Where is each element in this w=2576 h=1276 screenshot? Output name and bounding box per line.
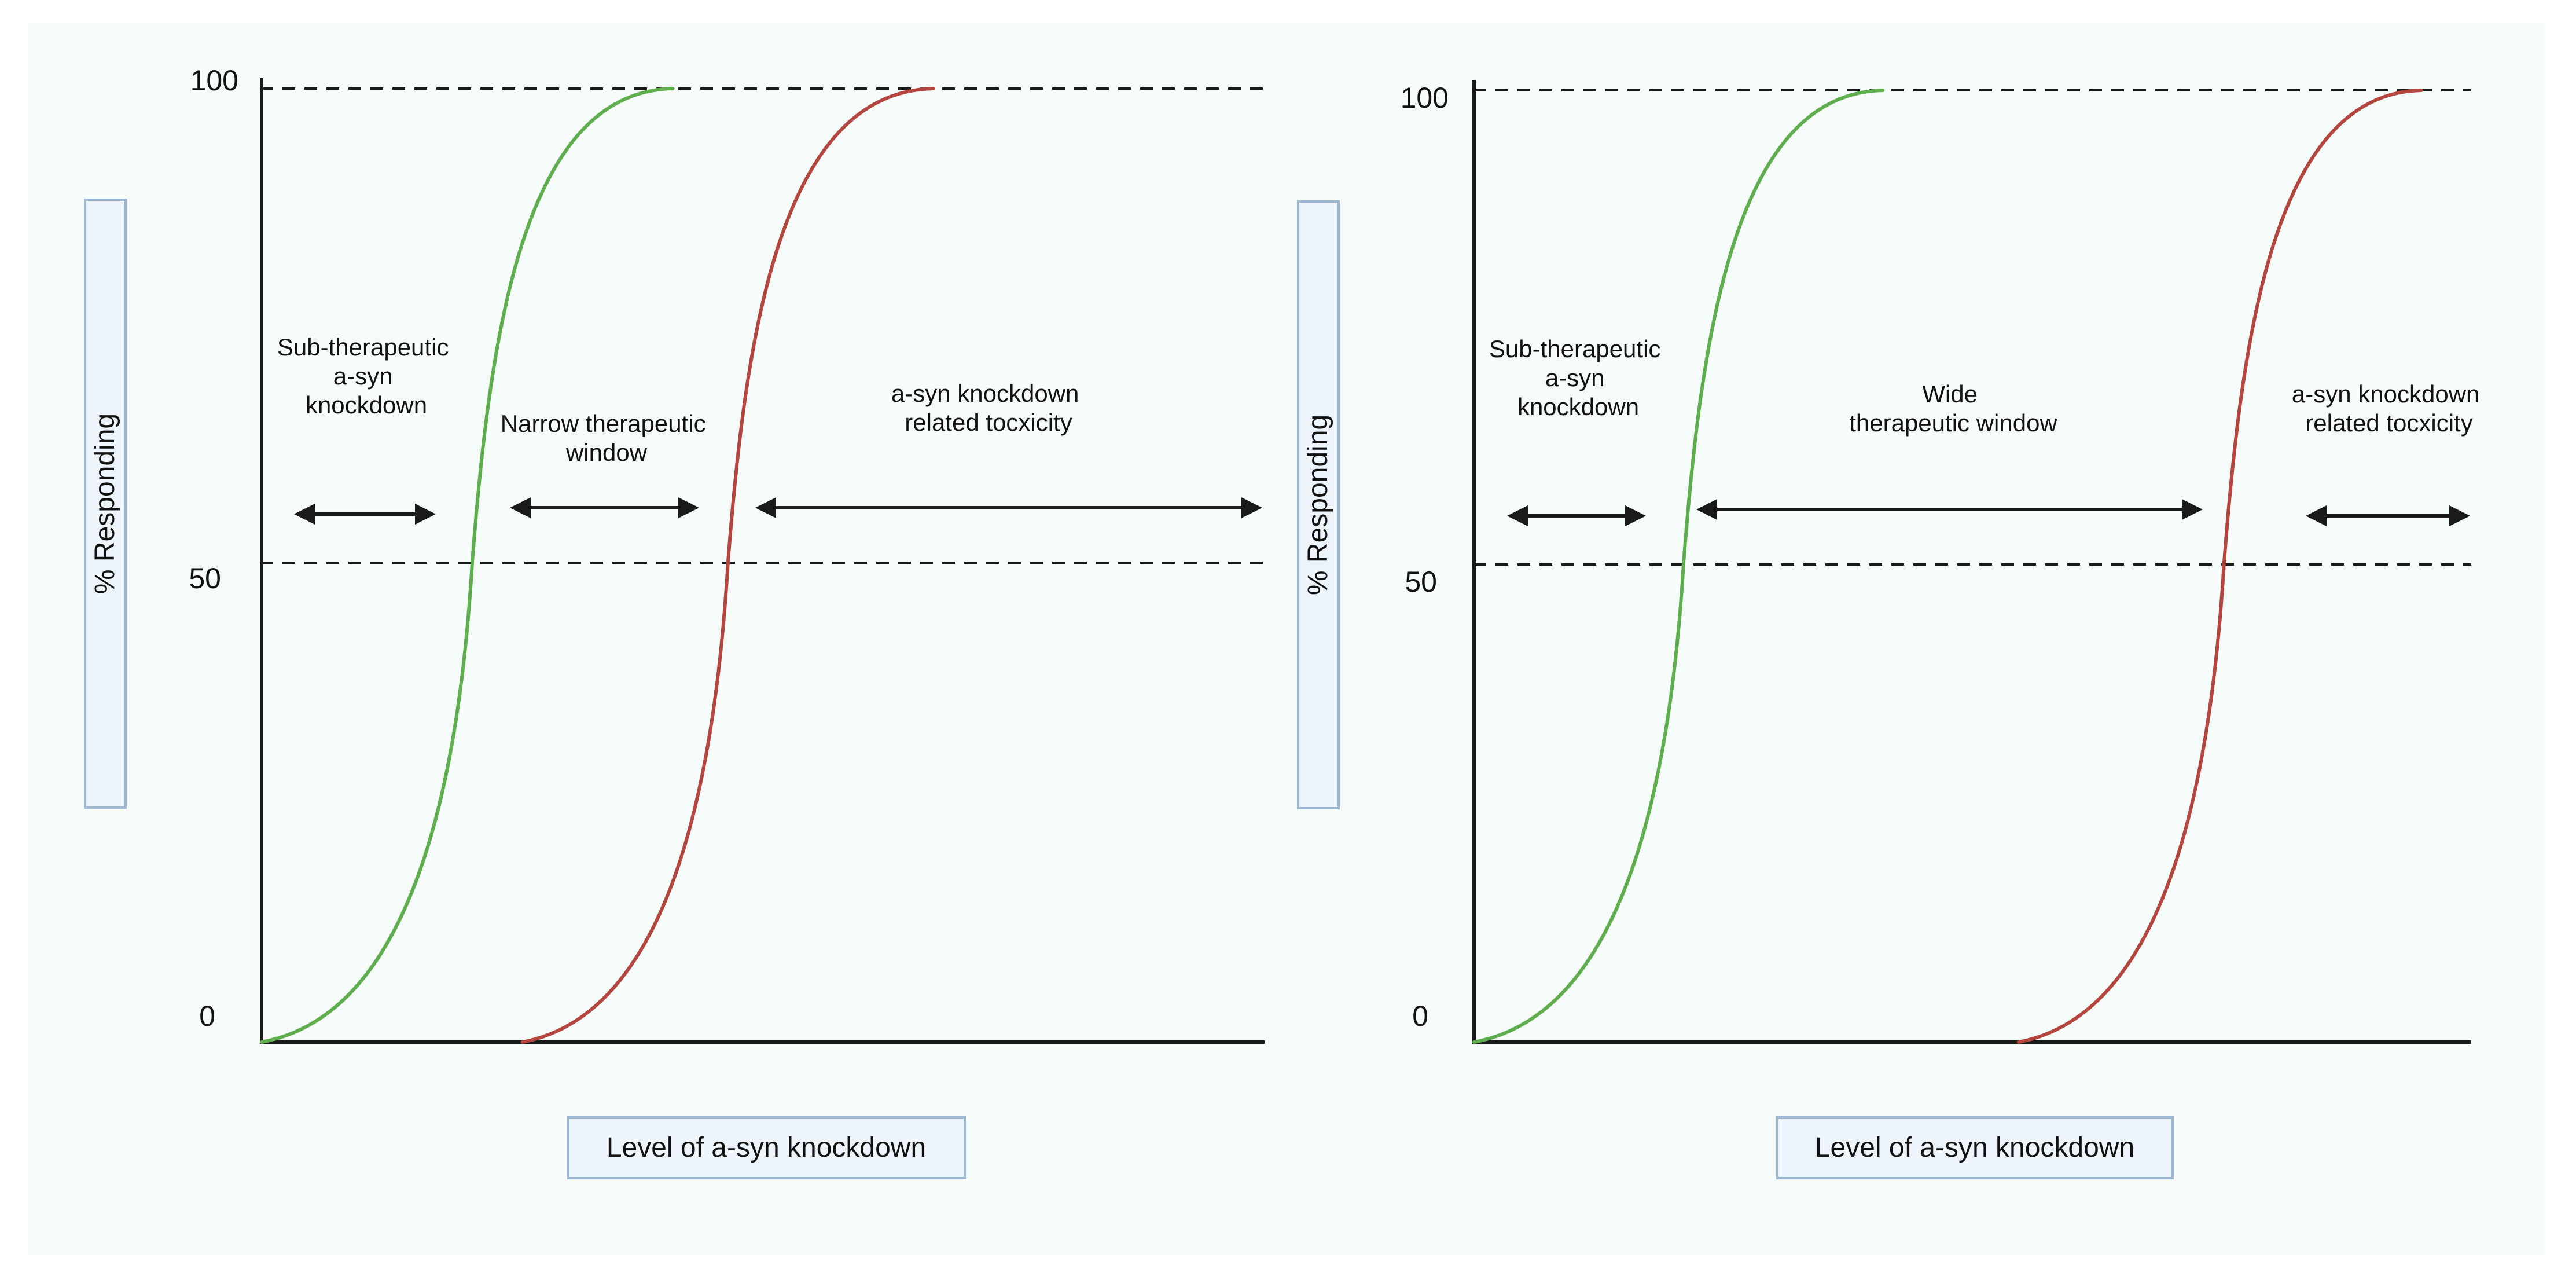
region-label-line: Narrow therapeutic: [501, 410, 706, 437]
x-axis-label: Level of a-syn knockdown: [1815, 1132, 2134, 1163]
figure-background: [28, 23, 2545, 1255]
y-tick-50: 50: [1405, 566, 1437, 598]
region-label-line: knockdown: [1517, 393, 1639, 420]
y-label-box: [1297, 200, 1340, 809]
panel-wide: % Responding 100 50 0 Sub-therapeutic a-…: [1297, 80, 2486, 1179]
x-label-box: [1776, 1116, 2174, 1179]
curve-therapeutic-response: [1472, 89, 1885, 1044]
y-axis-label: % Responding: [1303, 415, 1333, 595]
region-label-toxicity: a-syn knockdown related tocxicity: [891, 380, 1086, 436]
y-label-box: [84, 199, 127, 809]
region-label-line: a-syn knockdown: [891, 380, 1079, 407]
y-tick-0: 0: [1412, 1000, 1428, 1032]
curve-therapeutic-response: [260, 87, 675, 1044]
y-tick-0: 0: [199, 1000, 215, 1032]
curve-toxic-response: [2016, 89, 2423, 1044]
region-label-line: a-syn knockdown: [2292, 380, 2480, 408]
region-label-line: therapeutic window: [1849, 409, 2057, 437]
x-axis-label: Level of a-syn knockdown: [607, 1132, 926, 1163]
region-label-sub-therapeutic: Sub-therapeutic a-syn knockdown: [277, 333, 455, 419]
y-tick-100: 100: [190, 64, 238, 97]
region-label-line: Sub-therapeutic: [277, 333, 449, 361]
y-axis-label: % Responding: [90, 413, 120, 594]
region-label-line: a-syn: [333, 362, 393, 390]
region-label-line: related tocxicity: [905, 409, 1072, 436]
region-label-toxicity: a-syn knockdown related tocxicity: [2292, 380, 2486, 437]
region-label-line: a-syn: [1545, 364, 1605, 391]
curve-toxic-response: [520, 87, 936, 1044]
region-label-line: Sub-therapeutic: [1489, 335, 1661, 362]
region-label-sub-therapeutic: Sub-therapeutic a-syn knockdown: [1489, 335, 1667, 420]
panel-narrow: % Responding 100 50 0 Sub-therapeutic a-…: [84, 64, 1265, 1179]
region-label-line: window: [565, 439, 648, 466]
y-tick-100: 100: [1401, 82, 1449, 114]
region-label-line: related tocxicity: [2305, 409, 2472, 437]
region-label-therapeutic-window: Wide therapeutic window: [1849, 380, 2057, 437]
y-tick-50: 50: [189, 562, 221, 595]
region-label-therapeutic-window: Narrow therapeutic window: [501, 410, 713, 466]
region-label-line: Wide: [1922, 380, 1978, 408]
x-label-box: [567, 1116, 966, 1179]
region-label-line: knockdown: [306, 391, 427, 419]
